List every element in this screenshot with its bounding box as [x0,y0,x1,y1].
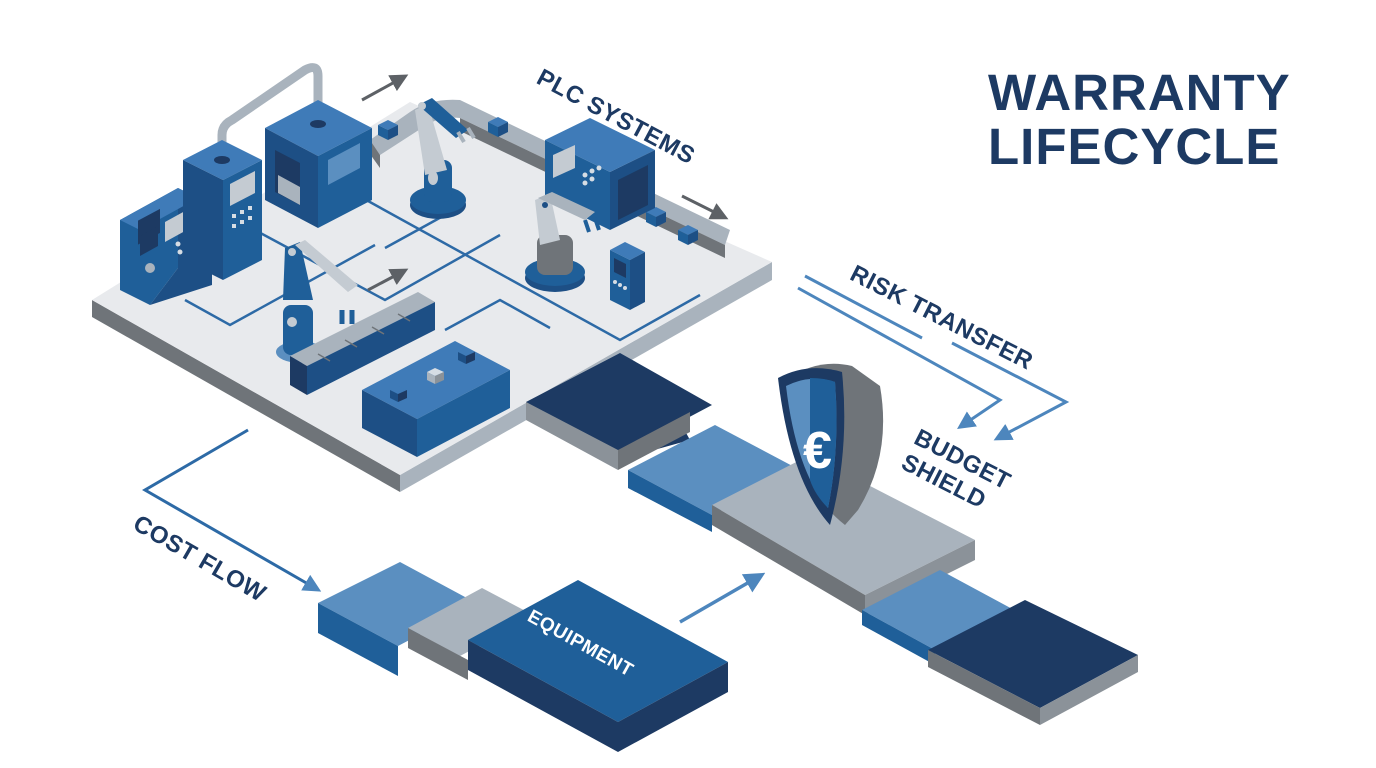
cost-block-gray [408,588,535,680]
risk-transfer-arrow [797,286,1003,430]
conveyor-box [678,225,698,245]
flow-arrow [681,194,729,220]
pipe [217,63,323,160]
conveyor-box [378,120,398,140]
conveyor-belt-front [290,292,435,395]
risk-transfer-arrow [804,274,923,340]
step-block-navy-2 [928,600,1138,725]
hmi-kiosk [610,242,645,310]
cost-flow-arrow [142,428,322,592]
conveyor-box [646,207,666,227]
robot-arm [410,98,476,219]
equipment-block [468,580,728,752]
euro-symbol: € [803,422,832,480]
plc-cabinet [183,140,262,280]
step-block-mid-blue-1 [628,425,800,532]
title-line-2: LIFECYCLE [988,118,1281,175]
title-line-1: WARRANTY [988,64,1291,121]
flow-arrow [361,74,409,102]
risk-transfer-arrow [951,341,1070,441]
page-title: WARRANTY LIFECYCLE [988,66,1291,174]
equipment-to-shield-arrow [679,572,766,624]
flow-arrow [367,268,409,292]
robot-arm [525,192,601,292]
conveyor-box [488,117,508,137]
storage-block [362,341,510,457]
step-block-navy-1 [526,353,712,470]
euro-shield-icon: € [778,363,884,525]
inspection-gateway [265,100,372,228]
plc-machine [545,118,655,230]
